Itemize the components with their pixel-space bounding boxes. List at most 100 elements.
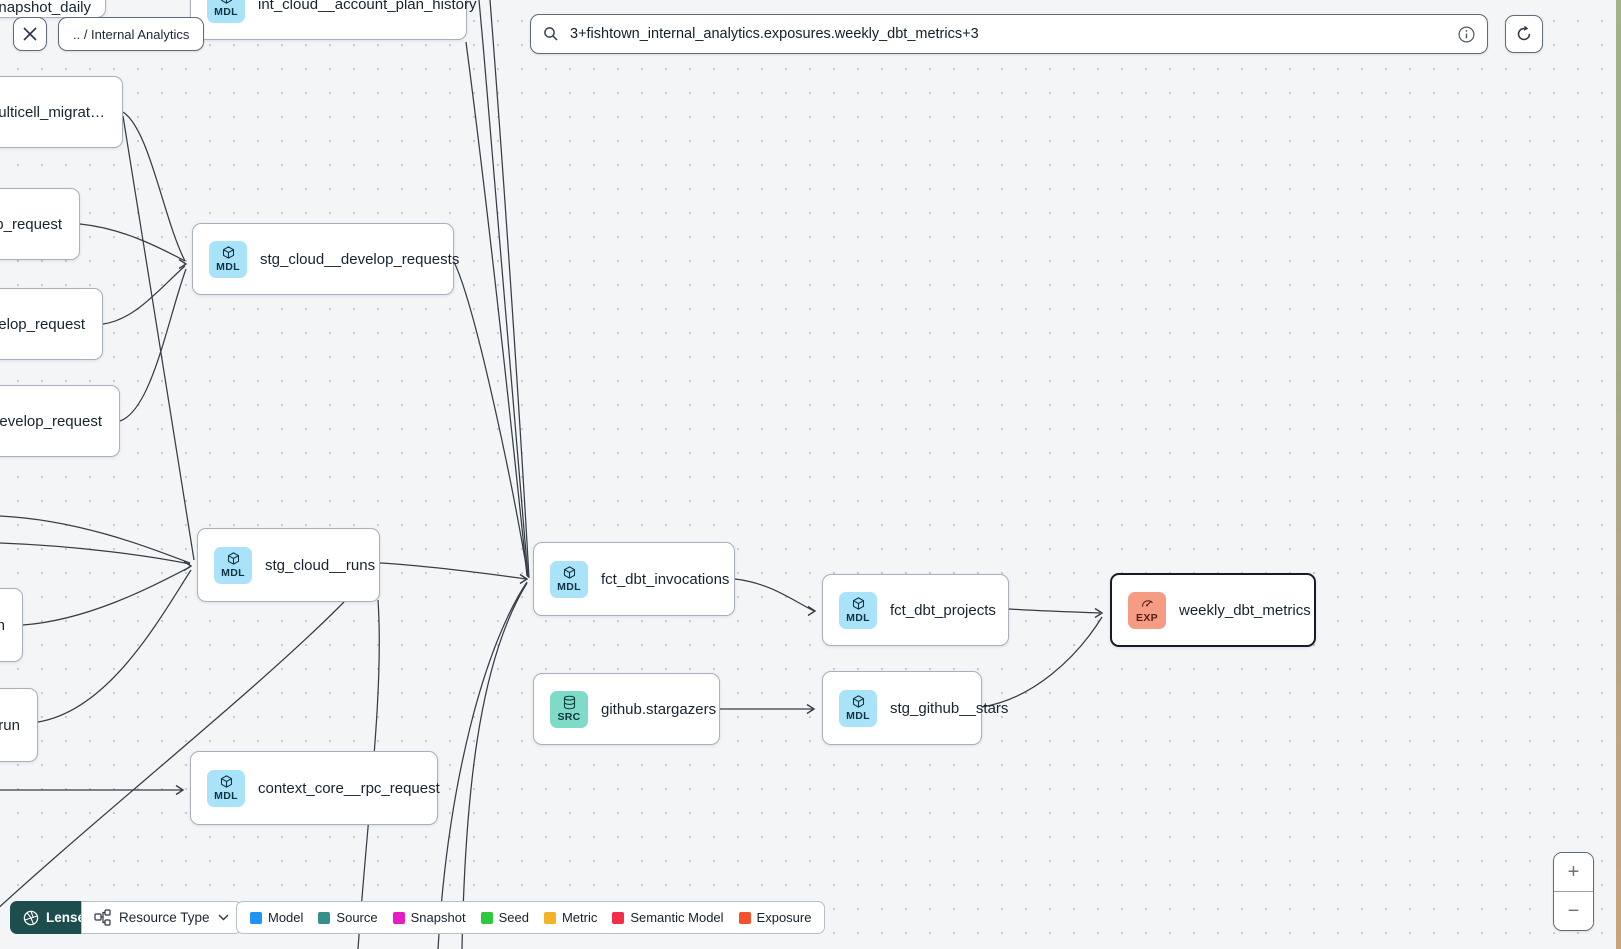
node-label: fct_dbt_projects xyxy=(890,601,996,619)
node-fct_dbt_projects[interactable]: MDL fct_dbt_projects xyxy=(822,574,1009,646)
breadcrumb-label: .. / Internal Analytics xyxy=(73,26,190,42)
cube-icon xyxy=(227,552,239,565)
badge-label: SRC xyxy=(557,711,581,724)
gauge-icon xyxy=(1141,600,1153,607)
edge-fct_dbt_invocations-to-fct_dbt_projects xyxy=(734,578,815,612)
model-badge: MDL xyxy=(207,769,245,807)
legend-swatch xyxy=(543,911,556,924)
node-snapshot_daily[interactable]: snapshot_daily xyxy=(0,0,106,18)
screen-edge-artifact xyxy=(1616,0,1621,949)
refresh-button[interactable] xyxy=(1505,15,1543,53)
node-label: n xyxy=(0,617,5,634)
badge-label: EXP xyxy=(1136,612,1158,625)
cube-icon xyxy=(563,566,575,579)
legend-label: Exposure xyxy=(756,910,812,925)
edge-multicell-to-stg_cloud_develop_requests xyxy=(122,111,186,262)
node-p_request[interactable]: p_request xyxy=(0,188,80,260)
info-icon[interactable] xyxy=(1458,25,1475,43)
badge-label: MDL xyxy=(214,790,238,803)
resource-type-dropdown[interactable]: Resource Type xyxy=(81,901,242,934)
edge-velop_request-to-stg_cloud_develop_requests xyxy=(102,265,186,325)
node-label: weekly_dbt_metrics xyxy=(1179,601,1311,619)
search-bar[interactable] xyxy=(530,14,1488,54)
edge-n_node-to-stg_cloud_runs xyxy=(22,566,191,626)
cube-icon xyxy=(852,597,864,610)
edge-stg_cloud_develop_requests-to-fct_dbt_invocations xyxy=(453,261,529,578)
node-label: velop_request xyxy=(0,315,85,333)
edge-p_request-to-stg_cloud_develop_requests xyxy=(79,223,186,262)
node-label: int_cloud__account_plan_history xyxy=(258,0,477,13)
legend-item-semantic-model: Semantic Model xyxy=(612,910,724,925)
node-develop_request[interactable]: .develop_request xyxy=(0,385,120,457)
legend-item-exposure: Exposure xyxy=(738,910,812,925)
legend-label: Model xyxy=(268,910,304,925)
model-badge: MDL xyxy=(214,546,252,584)
badge-label: MDL xyxy=(846,612,870,625)
badge-label: MDL xyxy=(846,710,870,723)
node-label: github.stargazers xyxy=(601,700,717,718)
plus-icon: + xyxy=(1567,860,1580,883)
refresh-icon xyxy=(1517,25,1531,41)
model-badge: MDL xyxy=(209,240,247,278)
node-label: .develop_request xyxy=(0,412,102,430)
node-context_core_rpc_request[interactable]: MDL context_core__rpc_request xyxy=(190,751,440,825)
badge-label: MDL xyxy=(221,567,245,580)
search-input[interactable] xyxy=(568,25,1449,43)
badge-label: MDL xyxy=(216,261,240,274)
node-velop_request[interactable]: velop_request xyxy=(0,288,103,360)
cube-icon xyxy=(852,695,864,708)
cube-icon xyxy=(220,775,232,788)
close-icon xyxy=(23,27,37,41)
exposure-badge: EXP xyxy=(1128,591,1166,629)
legend-swatch xyxy=(392,911,405,924)
node-multicell[interactable]: multicell_migrat… xyxy=(0,76,123,148)
node-label: stg_cloud__runs xyxy=(265,556,376,574)
node-stg_cloud_runs[interactable]: MDL stg_cloud__runs xyxy=(197,528,380,602)
legend-label: Semantic Model xyxy=(630,910,724,925)
edge-multicell-to-stg_cloud_runs xyxy=(122,115,195,561)
zoom-in-button[interactable]: + xyxy=(1554,853,1593,892)
edge-run_node-to-stg_cloud_runs xyxy=(37,569,192,723)
breadcrumb[interactable]: .. / Internal Analytics xyxy=(58,17,205,51)
search-icon xyxy=(544,27,558,41)
legend-swatch xyxy=(480,911,493,924)
legend-swatch xyxy=(318,911,331,924)
edge-offscreen-top-1-to-fct_dbt_invocations xyxy=(478,0,529,578)
legend-item-seed: Seed xyxy=(480,910,529,925)
legend-swatch xyxy=(612,911,625,924)
model-badge: MDL xyxy=(839,591,877,629)
badge-label: MDL xyxy=(557,581,581,594)
edge-offscreen-bottom-2-to-fct_dbt_invocations xyxy=(461,582,528,949)
node-weekly_dbt_metrics[interactable]: EXP weekly_dbt_metrics xyxy=(1110,573,1316,647)
close-button[interactable] xyxy=(13,17,47,51)
edge-offscreen-top-2-to-fct_dbt_invocations xyxy=(489,0,530,579)
node-label: .run xyxy=(0,716,20,734)
node-n_node[interactable]: n xyxy=(0,588,23,662)
node-label: context_core__rpc_request xyxy=(258,779,440,797)
node-run_node[interactable]: .run xyxy=(0,688,38,762)
edge-develop_request-to-stg_cloud_develop_requests xyxy=(119,268,187,422)
source-badge: SRC xyxy=(550,690,588,728)
edge-arrowhead xyxy=(183,560,193,572)
legend-item-model: Model xyxy=(250,910,303,925)
edge-arrowhead xyxy=(806,703,816,715)
resource-type-icon xyxy=(94,909,111,926)
edge-offscreen-left-1-to-stg_cloud_runs xyxy=(0,515,191,564)
edge-arrowhead xyxy=(807,605,817,617)
edge-arrowhead xyxy=(178,258,188,270)
edge-offscreen-left-2-to-stg_cloud_runs xyxy=(0,542,191,565)
legend-label: Seed xyxy=(498,910,529,925)
edge-arrowhead xyxy=(519,573,529,585)
edge-arrowhead xyxy=(175,784,185,796)
legend-item-metric: Metric xyxy=(543,910,597,925)
legend-swatch xyxy=(738,911,751,924)
zoom-out-button[interactable]: − xyxy=(1554,892,1593,930)
legend-item-snapshot: Snapshot xyxy=(392,910,466,925)
node-github_stargazers[interactable]: SRC github.stargazers xyxy=(533,673,720,745)
